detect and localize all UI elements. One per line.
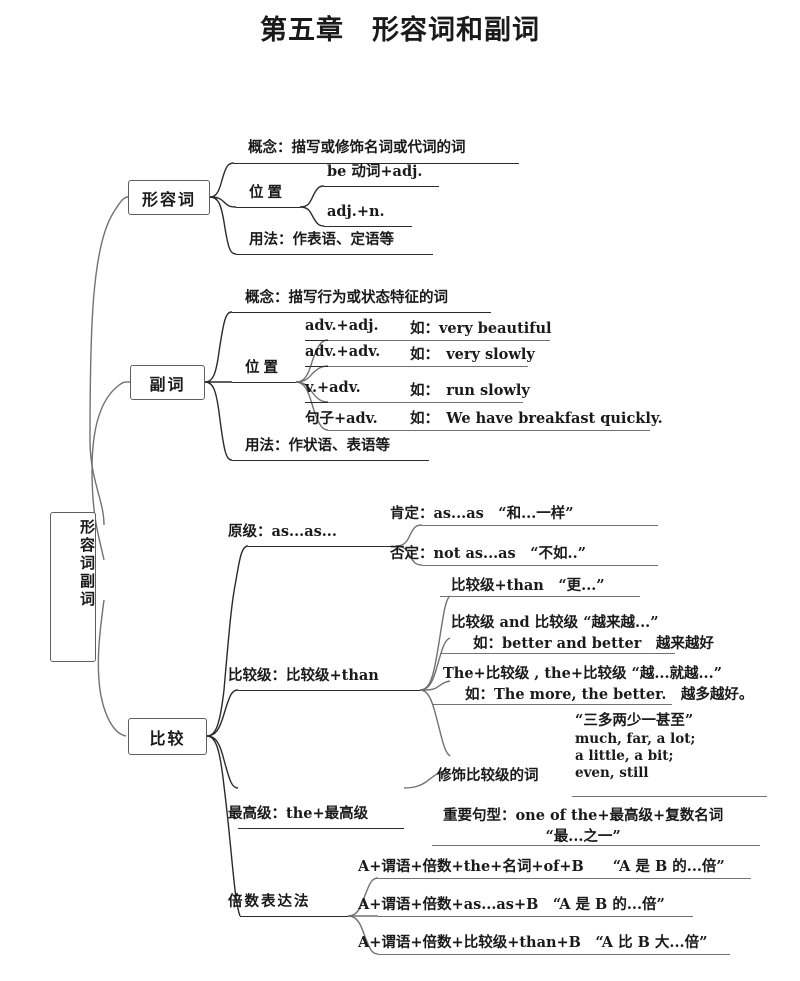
- adverb-position-child-2-underline-left: [305, 366, 328, 367]
- adjective-position-child-1: be 动词+adj.: [327, 163, 423, 180]
- node-adjective[interactable]: 形容词: [128, 180, 210, 215]
- comparative-child-3: The+比较级 , the+比较级 “越...就越...” 如：The more…: [443, 662, 753, 704]
- node-comparison-label: 比较: [149, 728, 186, 748]
- comparison-multiple-underline: [240, 916, 348, 917]
- adverb-position-child-3-label: v.+adv.: [305, 379, 361, 396]
- comparative-child-2-underline: [440, 653, 675, 654]
- multiple-child-3-underline: [378, 954, 730, 955]
- comparative-modifiers-detail-underline: [572, 796, 767, 797]
- comparative-child-3-underline: [432, 704, 672, 705]
- comparative-child-3-line1: The+比较级 , the+比较级 “越...就越...”: [443, 665, 722, 682]
- multiple-child-1: A+谓语+倍数+the+名词+of+B “A 是 B 的...倍”: [358, 858, 725, 875]
- adverb-concept-underline: [232, 312, 491, 313]
- adverb-position-child-3-underline-left: [305, 402, 328, 403]
- multiple-child-2: A+谓语+倍数+as...as+B “A 是 B 的...倍”: [358, 896, 665, 913]
- multiple-child-2-underline: [378, 916, 693, 917]
- adverb-usage-underline: [232, 460, 429, 461]
- adverb-position-child-1-underline: [328, 340, 550, 341]
- adjective-usage: 用法：作表语、定语等: [249, 231, 394, 248]
- adjective-position-child-1-underline: [324, 186, 439, 187]
- adverb-position-child-1-underline-left: [305, 340, 328, 341]
- comparative-modifiers-label: 修饰比较级的词: [437, 767, 539, 784]
- adverb-position-child-1-label: adv.+adj.: [305, 317, 379, 334]
- comparison-multiple-label: 倍数表达法: [228, 893, 311, 910]
- adverb-position-child-2-underline: [328, 366, 528, 367]
- comparative-child-2: 比较级 and 比较级 “越来越...” 如：better and better…: [451, 611, 714, 653]
- comparative-child-2-line1: 比较级 and 比较级 “越来越...”: [451, 614, 659, 631]
- comparison-positive-child-1: 肯定：as...as “和...一样”: [390, 505, 574, 522]
- adverb-position-child-1-example: 如：very beautiful: [410, 320, 552, 337]
- comparison-positive-label: 原级：as...as...: [228, 523, 337, 540]
- comparative-child-3-line2: 如：The more, the better. 越多越好。: [465, 686, 754, 703]
- adverb-position-child-4-label: 句子+adv.: [305, 410, 378, 427]
- comparison-superlative-underline: [238, 828, 404, 829]
- adverb-position-child-4-example: 如： We have breakfast quickly.: [410, 410, 663, 427]
- superlative-child-1-underline: [432, 845, 760, 846]
- comparative-modifiers-line-1: “三多两少一甚至”: [575, 712, 694, 729]
- adverb-position-child-4-underline: [328, 430, 650, 431]
- adjective-concept-underline: [234, 163, 519, 164]
- comparison-comparative-label: 比较级：比较级+than: [228, 667, 379, 684]
- comparative-modifiers-line-3: a little, a bit;: [575, 747, 674, 764]
- node-adverb-label: 副词: [149, 374, 186, 394]
- adjective-usage-underline: [236, 254, 433, 255]
- comparative-child-1-line1: 比较级+than “更...”: [451, 577, 605, 594]
- adjective-position-child-2: adj.+n.: [327, 203, 385, 220]
- node-adverb[interactable]: 副词: [130, 365, 205, 400]
- adverb-position-label: 位置: [245, 359, 282, 376]
- comparative-modifiers-line-4: even, still: [575, 765, 649, 782]
- comparative-child-2-line2: 如：better and better 越来越好: [473, 635, 714, 652]
- adverb-position-child-3-example: 如： run slowly: [410, 382, 530, 399]
- adjective-position-label: 位置: [249, 184, 286, 201]
- multiple-child-1-underline: [378, 878, 751, 879]
- adjective-position-underline: [236, 207, 300, 208]
- adverb-position-child-2-label: adv.+adv.: [305, 343, 381, 360]
- superlative-child-1: 重要句型：one of the+最高级+复数名词 “最...之一”: [443, 804, 723, 846]
- comparison-positive-child-2: 否定：not as...as “不如..”: [390, 545, 586, 562]
- adverb-position-child-3-underline: [328, 402, 523, 403]
- comparative-modifiers-line-2: much, far, a lot;: [575, 730, 696, 747]
- adjective-concept: 概念：描写或修饰名词或代词的词: [248, 139, 466, 156]
- comparative-modifiers-detail: “三多两少一甚至” much, far, a lot; a little, a …: [575, 712, 695, 782]
- adjective-position-child-2-underline: [324, 226, 412, 227]
- adverb-usage: 用法：作状语、表语等: [245, 437, 390, 454]
- adverb-position-underline: [232, 382, 296, 383]
- adverb-concept: 概念：描写行为或状态特征的词: [245, 289, 448, 306]
- superlative-child-1-line2: “最...之一”: [545, 828, 621, 845]
- comparison-positive-child-2-underline: [422, 565, 658, 566]
- comparison-superlative-label: 最高级：the+最高级: [228, 805, 369, 822]
- comparative-child-1-underline: [440, 596, 640, 597]
- adverb-position-child-2-example: 如： very slowly: [410, 346, 535, 363]
- comparison-positive-underline: [248, 546, 396, 547]
- node-adjective-label: 形容词: [141, 189, 196, 209]
- comparison-comparative-underline: [238, 690, 420, 691]
- page-title: 第五章 形容词和副词: [260, 15, 540, 46]
- root-label-line2: 副词: [78, 573, 96, 609]
- node-root[interactable]: 形容词 副词: [50, 512, 96, 662]
- root-label-line1: 形容词: [78, 519, 96, 573]
- superlative-child-1-line1: 重要句型：one of the+最高级+复数名词: [443, 807, 724, 824]
- multiple-child-3: A+谓语+倍数+比较级+than+B “A 比 B 大...倍”: [358, 934, 708, 951]
- node-comparison[interactable]: 比较: [128, 718, 207, 755]
- comparison-positive-child-1-underline: [422, 525, 658, 526]
